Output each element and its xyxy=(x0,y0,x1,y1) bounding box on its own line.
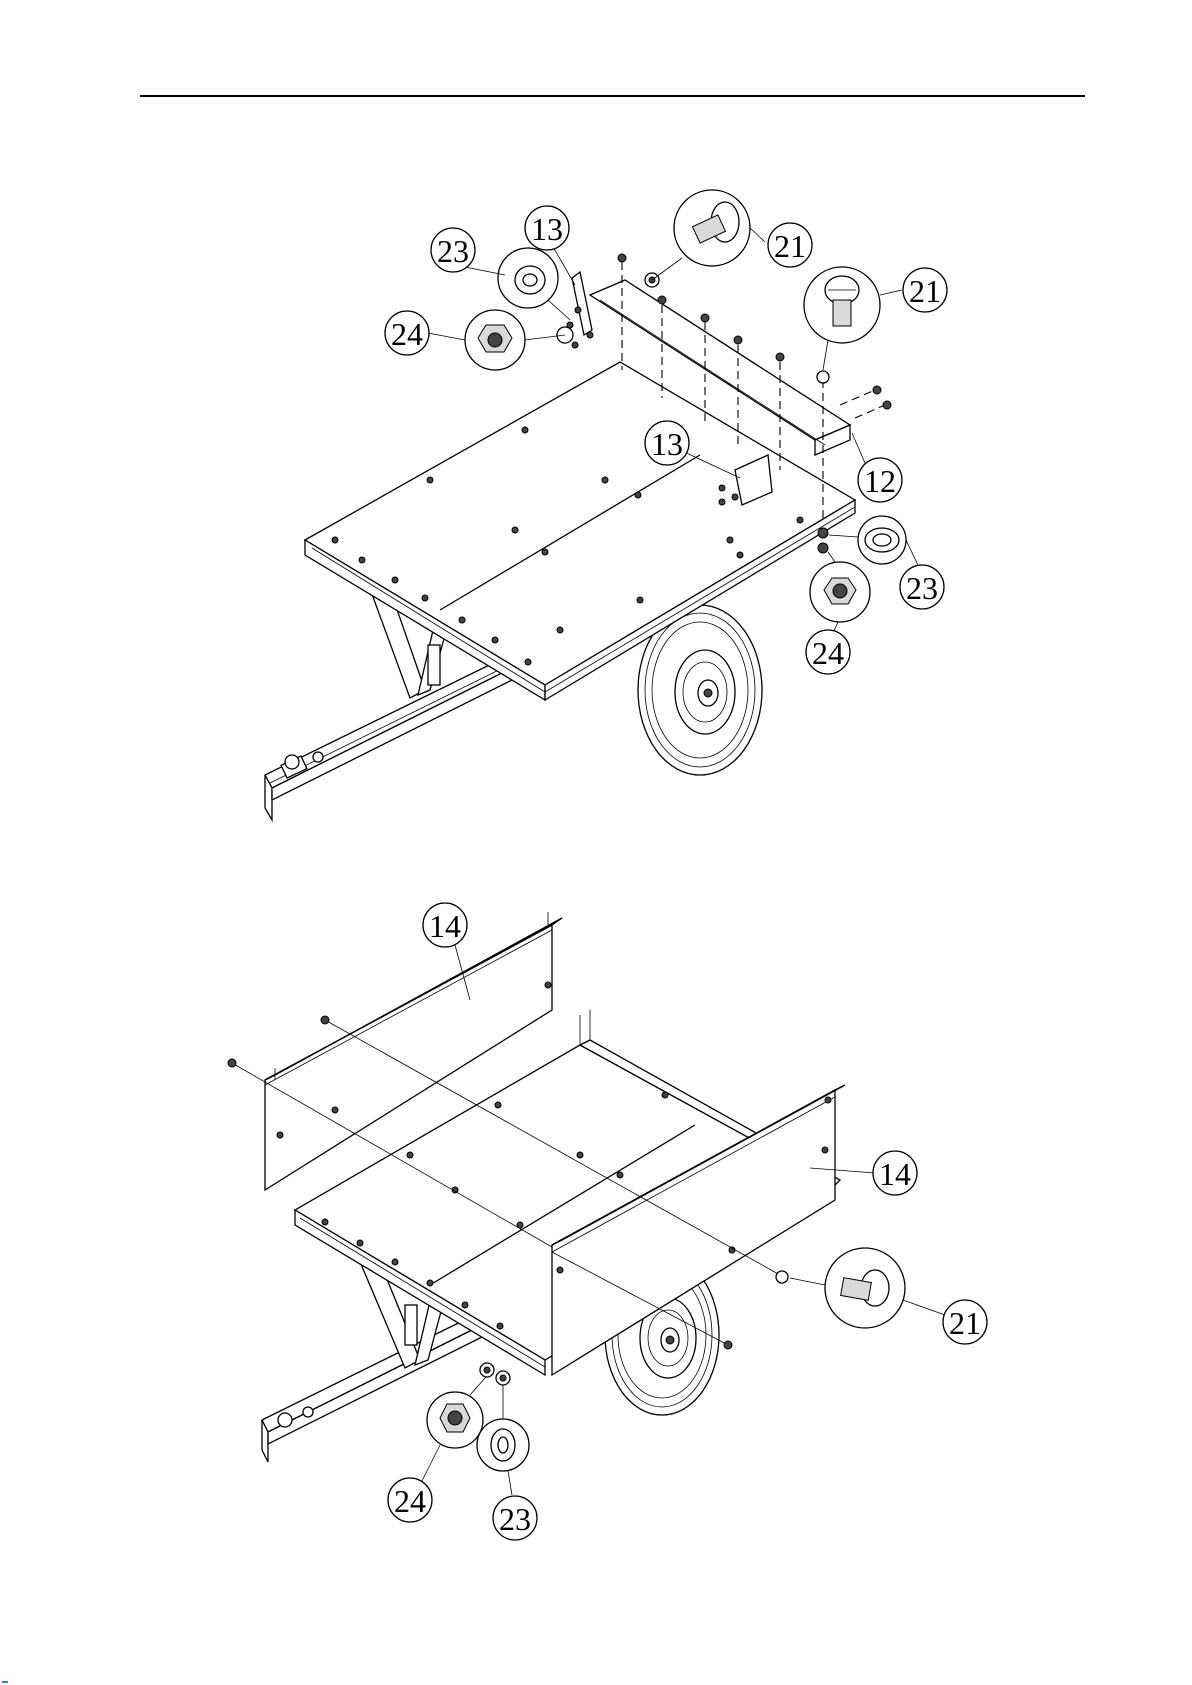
callout-label: 13 xyxy=(651,426,683,462)
callout-24-top: 24 xyxy=(385,311,429,355)
callout-label: 21 xyxy=(909,273,941,309)
callout-label: 23 xyxy=(437,233,469,269)
callout-label: 24 xyxy=(812,635,844,671)
detail-nut-bottom xyxy=(427,1377,486,1448)
callout-13-top: 13 xyxy=(525,206,569,250)
callout-label: 12 xyxy=(864,463,896,499)
callout-label: 23 xyxy=(499,1501,531,1537)
callout-24-bottom: 24 xyxy=(388,1478,432,1522)
callout-label: 23 xyxy=(906,570,938,606)
detail-bolt-bottom xyxy=(790,1248,905,1328)
callout-14-top: 14 xyxy=(423,903,467,947)
detail-bolt-top-b xyxy=(804,267,880,370)
callout-12: 12 xyxy=(858,458,902,502)
callout-21-top-a: 21 xyxy=(768,223,812,267)
callout-label: 13 xyxy=(531,211,563,247)
callout-label: 24 xyxy=(391,316,423,352)
callout-23-bottom: 23 xyxy=(493,1496,537,1540)
bottom-assembly-diagram xyxy=(228,912,945,1495)
detail-nut-top xyxy=(465,310,565,370)
callout-label: 14 xyxy=(429,908,461,944)
tongue-frame xyxy=(265,650,528,820)
page-corner-mark xyxy=(2,1681,8,1683)
detail-nut-right xyxy=(810,552,870,622)
detail-washer-right xyxy=(829,516,906,564)
detail-washer-top xyxy=(498,248,570,320)
top-assembly-diagram xyxy=(265,190,918,820)
callout-label: 21 xyxy=(949,1305,981,1341)
callout-label: 14 xyxy=(879,1156,911,1192)
callout-14-right: 14 xyxy=(873,1151,917,1195)
detail-washer-bottom xyxy=(477,1385,529,1471)
detail-bolt-top-a xyxy=(652,190,750,280)
callout-21-bottom: 21 xyxy=(943,1300,987,1344)
callout-label: 24 xyxy=(394,1483,426,1519)
callout-21-top-b: 21 xyxy=(903,268,947,312)
callout-24-right: 24 xyxy=(806,630,850,674)
callout-23-top: 23 xyxy=(431,228,475,272)
callout-label: 21 xyxy=(774,228,806,264)
callout-23-right: 23 xyxy=(900,565,944,609)
callout-13-mid: 13 xyxy=(645,421,689,465)
